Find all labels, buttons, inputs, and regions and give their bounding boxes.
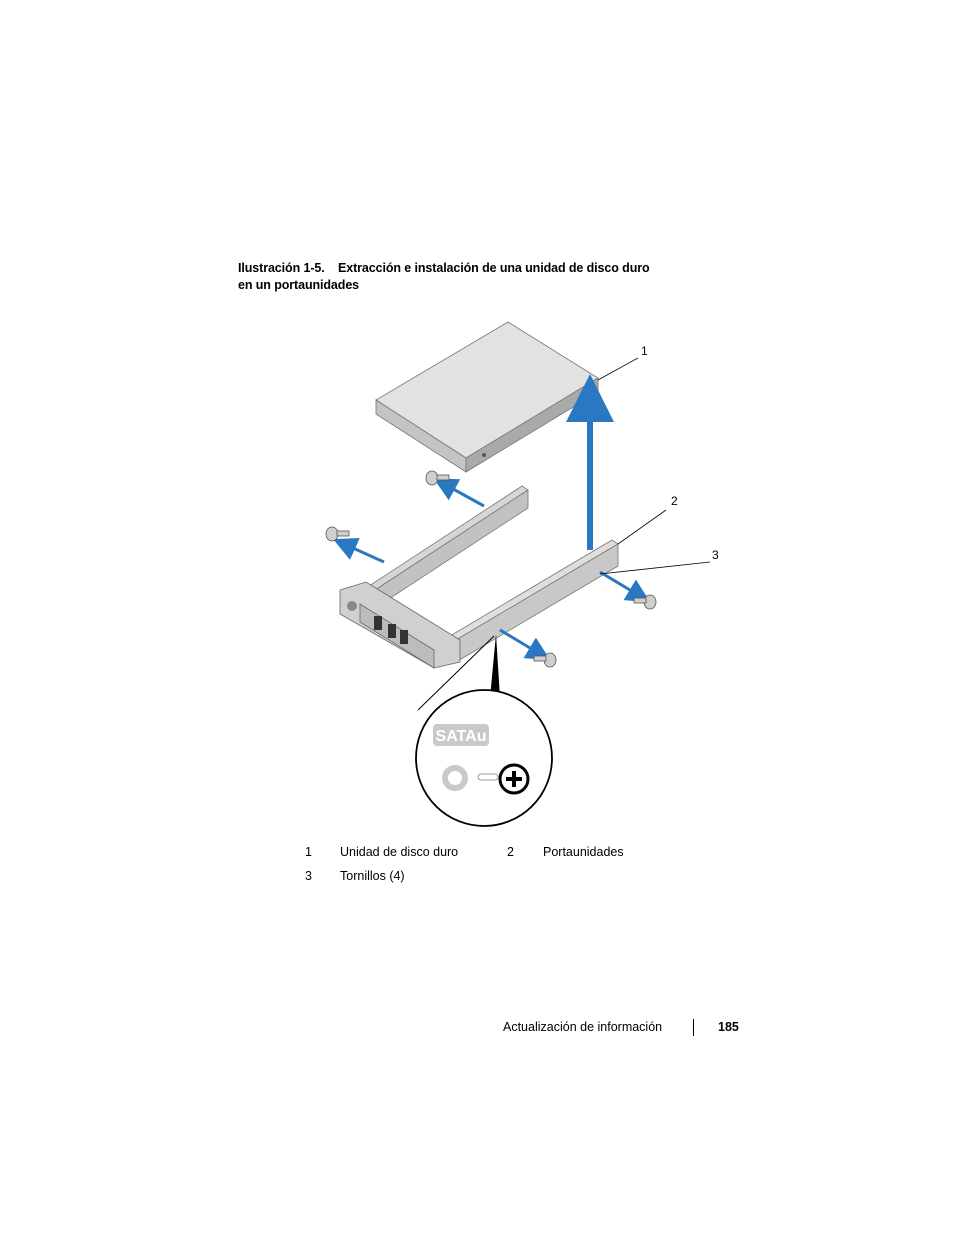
screw-arrow-1 [433, 478, 485, 508]
legend-text-2: Portaunidades [543, 845, 624, 859]
illustration-svg: SATAu [325, 321, 711, 827]
callout-3: 3 [712, 548, 719, 562]
footer-section: Actualización de información [503, 1020, 663, 1034]
figure-title-line1: Extracción e instalación de una unidad d… [338, 261, 650, 275]
legend-num-3: 3 [305, 869, 312, 883]
satau-label: SATAu [436, 728, 487, 745]
legend-text-3: Tornillos (4) [340, 869, 405, 883]
footer-divider [693, 1019, 694, 1036]
legend-num-1: 1 [305, 845, 312, 859]
screw-arrow-4 [499, 628, 551, 661]
callout-1: 1 [641, 344, 648, 358]
page-number: 185 [718, 1020, 739, 1034]
hard-drive-carrier-illustration: SATAu 1 2 3 [300, 318, 740, 833]
figure-label: Ilustración 1-5. [238, 261, 325, 275]
figure-title-line2: en un portaunidades [238, 278, 360, 292]
callout-2: 2 [671, 494, 678, 508]
legend-text-1: Unidad de disco duro [340, 845, 459, 859]
screw-arrow-2 [333, 537, 385, 564]
legend-num-2: 2 [507, 845, 514, 859]
screws [325, 470, 657, 668]
figure-caption: Ilustración 1-5. Extracción e instalación… [238, 260, 698, 294]
drive-carrier-shape [339, 485, 619, 669]
magnified-detail: SATAu [415, 689, 553, 827]
screw-arrow-3 [599, 570, 651, 603]
hard-drive-shape [375, 321, 599, 473]
